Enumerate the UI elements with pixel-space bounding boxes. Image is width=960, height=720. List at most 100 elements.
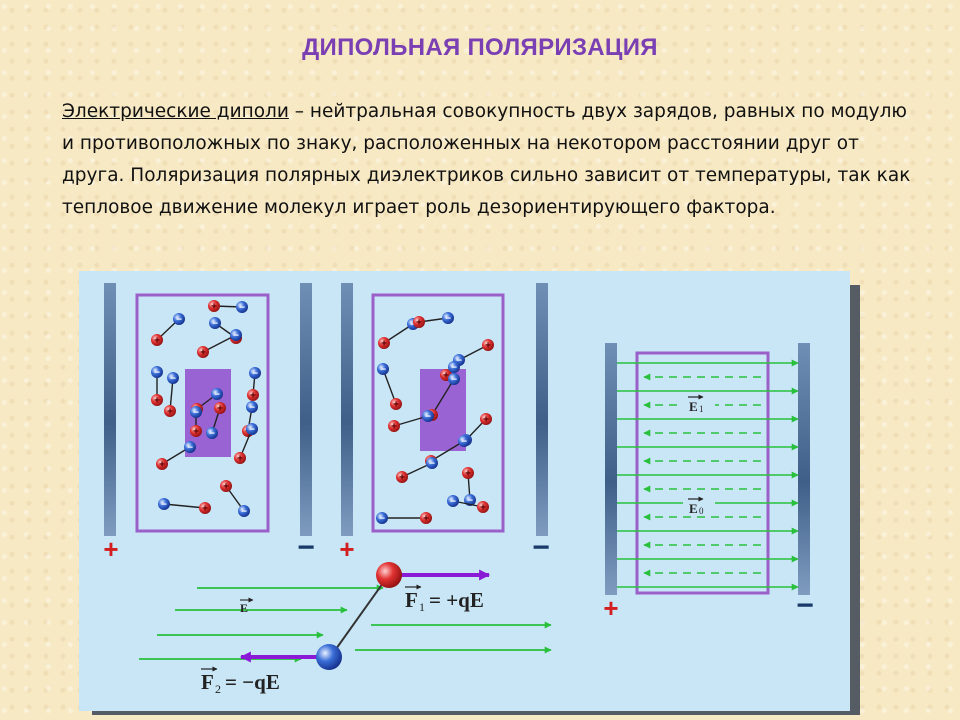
- negative-sign-17: −: [456, 356, 462, 367]
- positive-sign-18: +: [393, 400, 399, 411]
- positive-charge-ball: [376, 562, 402, 588]
- label-e: E: [240, 597, 254, 615]
- plus-sign-2: +: [339, 534, 354, 564]
- negative-charge-4: [151, 366, 163, 378]
- negative-charge-12: [184, 441, 196, 453]
- negative-charge-16: [442, 312, 454, 324]
- negative-charge-2: [236, 301, 248, 313]
- positive-charge-10: [190, 425, 202, 437]
- dielectric-box-3: [635, 351, 770, 595]
- positive-charge-27: [420, 512, 432, 524]
- label-e0-letter: E: [689, 501, 698, 516]
- positive-charge-25: [462, 467, 474, 479]
- label-e0-sub: 0: [699, 506, 704, 516]
- positive-sign-14: +: [202, 504, 208, 515]
- positive-sign-25: +: [465, 469, 471, 480]
- negative-charge-1: [209, 317, 221, 329]
- negative-charge-10: [190, 406, 202, 418]
- positive-charge-22: [480, 413, 492, 425]
- negative-sign-23: −: [461, 437, 467, 448]
- positive-charge-0: [151, 334, 163, 346]
- positive-charge-5: [164, 405, 176, 417]
- negative-charge-20: [448, 373, 460, 385]
- positive-charge-26: [477, 501, 489, 513]
- positive-charge-16: [413, 316, 425, 328]
- description-text: – нейтральная совокупность двух зарядов,…: [62, 101, 911, 218]
- positive-charge-2: [208, 300, 220, 312]
- positive-charge-14: [199, 502, 211, 514]
- negative-sign-11: −: [249, 425, 255, 436]
- dipole-bond: [330, 575, 389, 657]
- positive-sign-21: +: [391, 422, 397, 433]
- negative-sign-6: −: [214, 390, 220, 401]
- negative-sign-12: −: [187, 443, 193, 454]
- positive-sign-3: +: [200, 348, 206, 359]
- f2-rest: = −qE: [225, 670, 280, 694]
- positive-sign-26: +: [480, 503, 486, 514]
- negative-charge-21: [422, 410, 434, 422]
- negative-charge-0: [173, 313, 185, 325]
- negative-charge-6: [211, 388, 223, 400]
- label-e1: E 1: [683, 394, 715, 414]
- left-plate-3: [605, 343, 617, 595]
- f1-rest: = +qE: [429, 588, 484, 612]
- negative-sign-27: −: [379, 514, 385, 525]
- positive-sign-5: +: [167, 407, 173, 418]
- f1-symbol: F: [405, 588, 418, 612]
- negative-charge-13: [238, 505, 250, 517]
- positive-sign-4: +: [154, 396, 160, 407]
- negative-charge-25: [464, 494, 476, 506]
- dipole-bond-20: [431, 378, 455, 416]
- negative-charge-19: [448, 361, 460, 373]
- negative-charge-11: [246, 423, 258, 435]
- dipole-bond-14: [163, 503, 206, 509]
- negative-charge-26: [447, 495, 459, 507]
- negative-charge-18: [377, 363, 389, 375]
- positive-sign-0: +: [154, 336, 160, 347]
- positive-sign-15: +: [381, 339, 387, 350]
- right-plate-1: [300, 283, 312, 536]
- positive-sign-17: +: [485, 341, 491, 352]
- negative-sign-0: −: [176, 315, 182, 326]
- positive-charge-18: [390, 398, 402, 410]
- label-f2: F 2 = −qE: [201, 666, 280, 696]
- label-e1-sub: 1: [699, 404, 704, 414]
- dipole-bond-18: [382, 368, 397, 405]
- positive-charge-24: [396, 471, 408, 483]
- positive-charge-3: [197, 346, 209, 358]
- minus-sign-2: −: [532, 531, 550, 564]
- negative-sign-3: −: [233, 331, 239, 342]
- positive-charge-13: [220, 480, 232, 492]
- left-plate-2: [341, 283, 353, 536]
- negative-sign-2: −: [239, 303, 245, 314]
- negative-charge-3: [230, 329, 242, 341]
- positive-sign-27: +: [423, 514, 429, 525]
- label-e0: E 0: [683, 496, 715, 516]
- label-e1-letter: E: [689, 399, 698, 414]
- positive-sign-22: +: [483, 415, 489, 426]
- positive-charge-11: [234, 452, 246, 464]
- positive-charge-12: [156, 458, 168, 470]
- positive-charge-21: [388, 420, 400, 432]
- external-field-lines: [617, 359, 799, 591]
- positive-charge-17: [482, 339, 494, 351]
- negative-sign-19: −: [451, 363, 457, 374]
- negative-sign-16: −: [445, 314, 451, 325]
- negative-sign-1: −: [212, 319, 218, 330]
- negative-sign-25: −: [467, 496, 473, 507]
- negative-sign-7: −: [252, 369, 258, 380]
- left-plate-1: [104, 283, 116, 536]
- negative-sign-9: −: [209, 429, 215, 440]
- negative-sign-26: −: [450, 497, 456, 508]
- label-e-letter: E: [240, 601, 248, 615]
- negative-sign-14: −: [161, 500, 167, 511]
- label-f1: F 1 = +qE: [405, 584, 484, 614]
- f2-subscript: 2: [215, 682, 221, 696]
- positive-sign-9: +: [217, 404, 223, 415]
- negative-sign-20: −: [451, 375, 457, 386]
- negative-charge-5: [167, 372, 179, 384]
- right-plate-2: [536, 283, 548, 536]
- bottom-field-lines: [139, 584, 552, 663]
- dipole-term: Электрические диполи: [62, 101, 289, 122]
- dipole-bond-23: [430, 440, 465, 462]
